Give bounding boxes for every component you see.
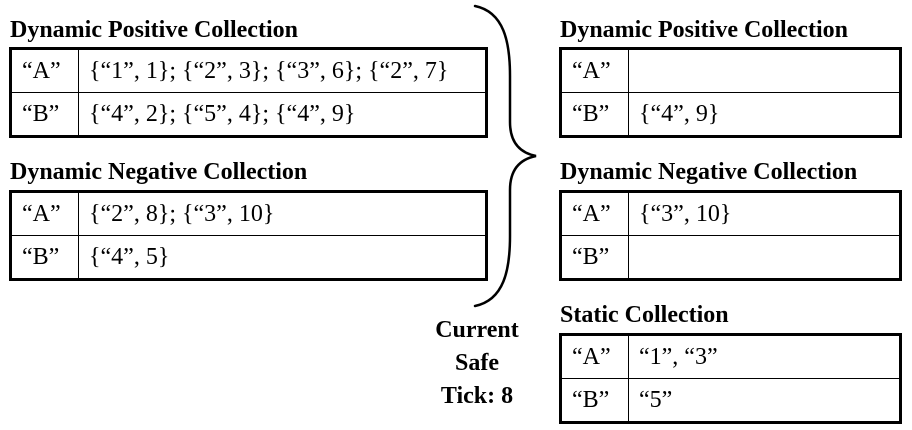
row-key: “B”	[10, 235, 79, 280]
table-row: “B” “5”	[560, 378, 901, 423]
row-key: “B”	[560, 235, 629, 280]
left-negative-table: “A” {“2”, 8}; {“3”, 10} “B” {“4”, 5}	[9, 190, 488, 281]
table-row: “A”	[560, 48, 901, 93]
row-key: “B”	[560, 378, 629, 423]
row-key: “B”	[10, 92, 79, 137]
row-value	[628, 235, 901, 280]
table-row: “A” {“1”, 1}; {“2”, 3}; {“3”, 6}; {“2”, …	[10, 48, 487, 93]
left-negative-title: Dynamic Negative Collection	[10, 159, 308, 185]
row-value: {“4”, 9}	[628, 92, 901, 137]
tick-line-1: Current	[435, 317, 519, 343]
row-value: {“4”, 5}	[78, 235, 487, 280]
table-row: “B” {“4”, 2}; {“5”, 4}; {“4”, 9}	[10, 92, 487, 137]
right-positive-title: Dynamic Positive Collection	[560, 17, 848, 43]
row-value: “5”	[628, 378, 901, 423]
right-negative-table: “A” {“3”, 10} “B”	[559, 190, 902, 281]
static-title: Static Collection	[560, 302, 729, 328]
row-value: {“4”, 2}; {“5”, 4}; {“4”, 9}	[78, 92, 487, 137]
static-table: “A” “1”, “3” “B” “5”	[559, 333, 902, 424]
row-key: “A”	[560, 334, 629, 379]
row-value: {“2”, 8}; {“3”, 10}	[78, 191, 487, 236]
row-value: {“3”, 10}	[628, 191, 901, 236]
row-key: “B”	[560, 92, 629, 137]
row-value: {“1”, 1}; {“2”, 3}; {“3”, 6}; {“2”, 7}	[78, 48, 487, 93]
right-negative-title: Dynamic Negative Collection	[560, 159, 858, 185]
row-key: “A”	[10, 191, 79, 236]
row-key: “A”	[560, 191, 629, 236]
tick-line-2: Safe	[455, 350, 499, 376]
row-value: “1”, “3”	[628, 334, 901, 379]
left-positive-table: “A” {“1”, 1}; {“2”, 3}; {“3”, 6}; {“2”, …	[9, 47, 488, 138]
table-row: “B” {“4”, 9}	[560, 92, 901, 137]
right-positive-table: “A” “B” {“4”, 9}	[559, 47, 902, 138]
table-row: “A” {“2”, 8}; {“3”, 10}	[10, 191, 487, 236]
left-positive-title: Dynamic Positive Collection	[10, 17, 298, 43]
current-safe-tick-label: Current Safe Tick: 8	[412, 314, 542, 413]
table-row: “B”	[560, 235, 901, 280]
table-row: “A” “1”, “3”	[560, 334, 901, 379]
table-row: “B” {“4”, 5}	[10, 235, 487, 280]
tick-line-3: Tick: 8	[440, 383, 514, 409]
table-row: “A” {“3”, 10}	[560, 191, 901, 236]
row-key: “A”	[10, 48, 79, 93]
row-key: “A”	[560, 48, 629, 93]
curly-brace	[473, 4, 537, 308]
row-value	[628, 48, 901, 93]
